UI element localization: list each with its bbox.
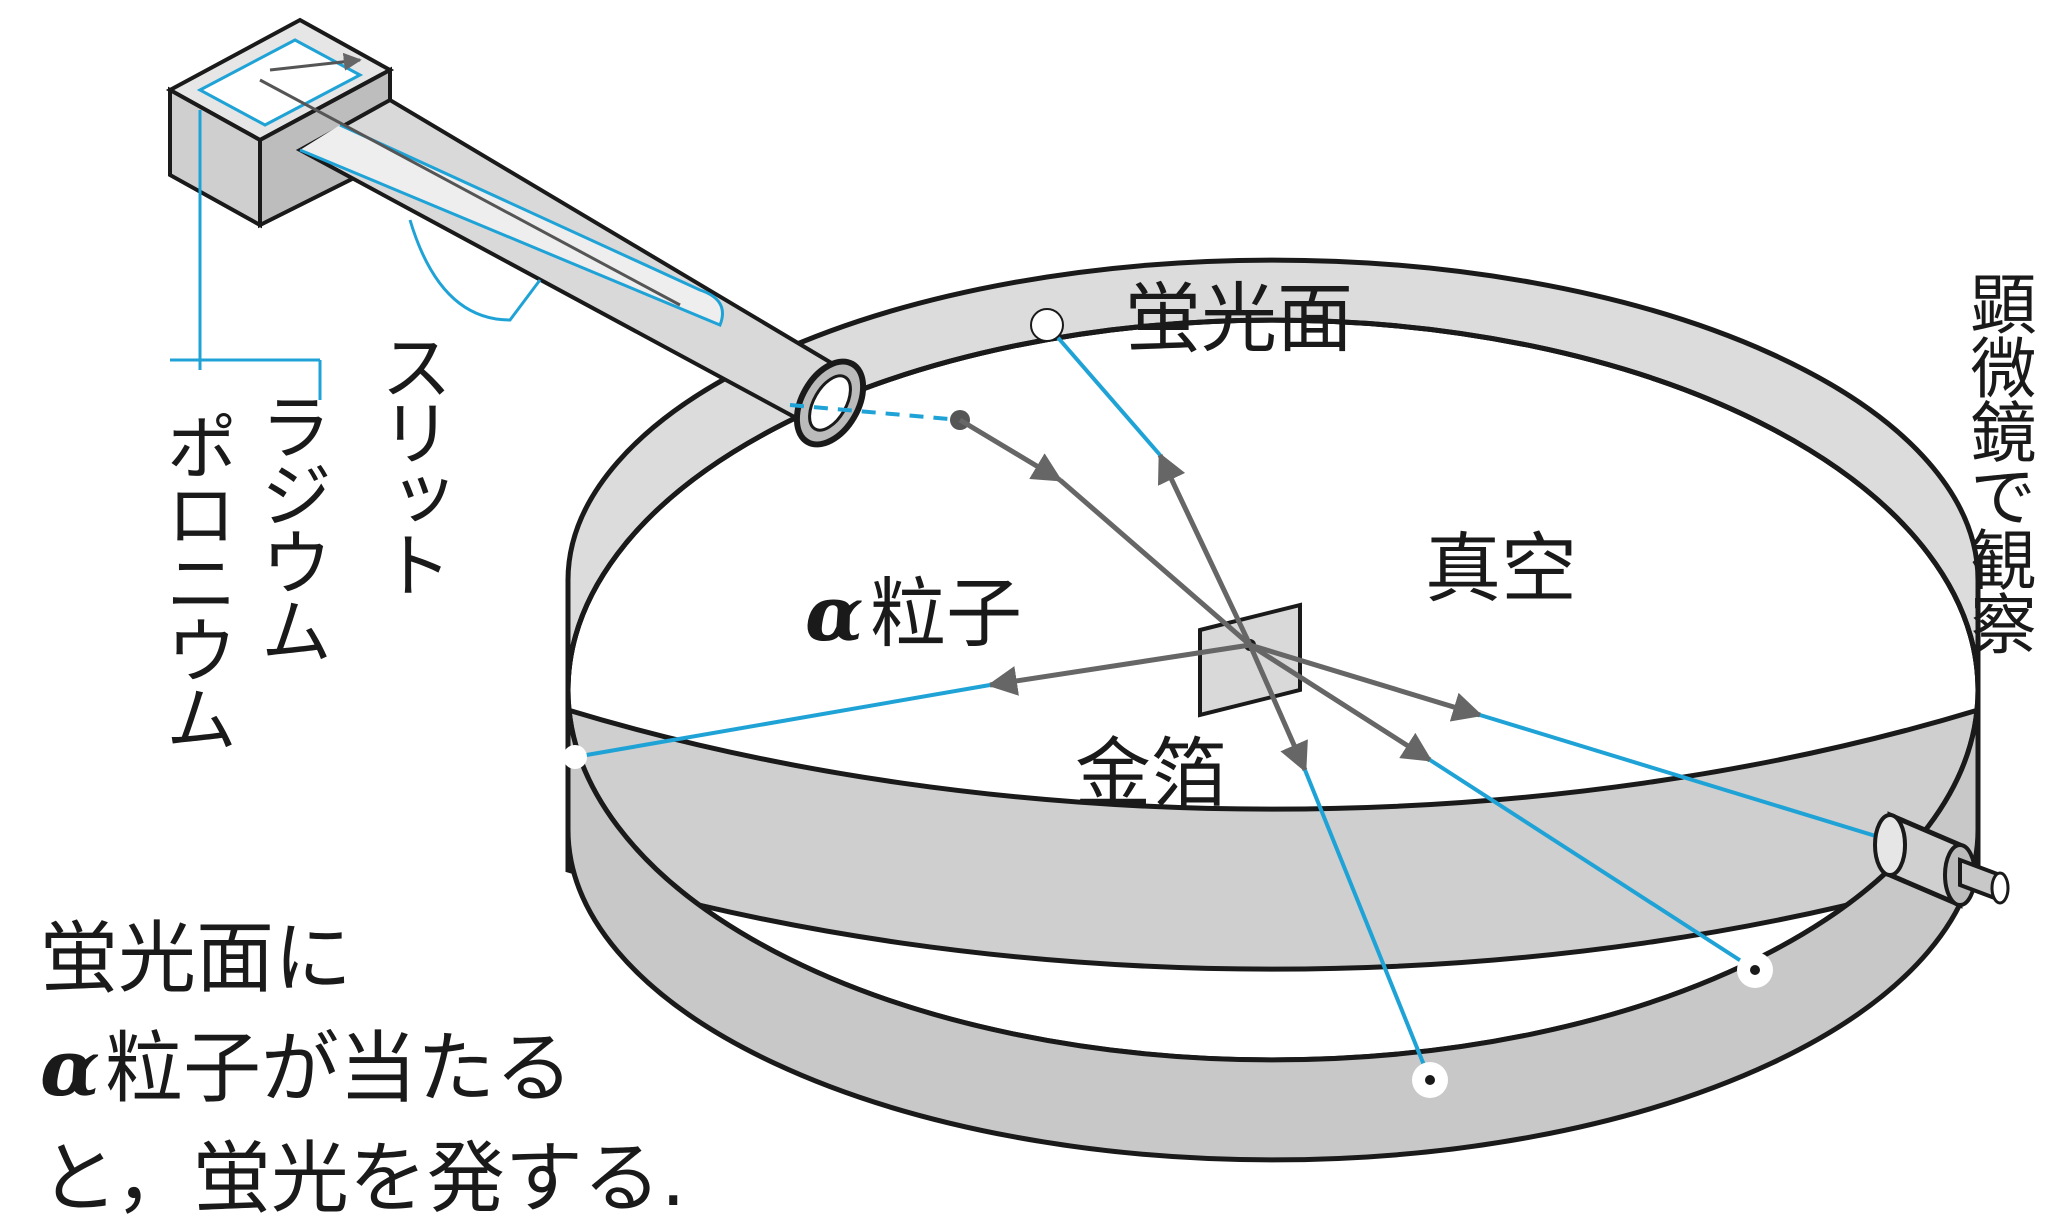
microscope-label: 顕微鏡で観察 (1960, 270, 2037, 654)
screen-label: 蛍光面 (1125, 274, 1353, 363)
gold-foil (1198, 602, 1302, 718)
alpha-symbol: α (805, 569, 863, 658)
radium-label: ラジウム (248, 390, 332, 662)
caption-line-1: 蛍光面に (40, 914, 352, 1004)
caption-line-2: 粒子が当たる (105, 1024, 573, 1114)
alpha-source-assembly (165, 17, 867, 448)
gold-foil-label: 金箔 (1075, 729, 1227, 818)
alpha-particle-label: 粒子 (870, 569, 1022, 658)
alpha-particle-paths (563, 308, 1906, 1098)
vacuum-label: 真空 (1425, 524, 1577, 613)
fluorescent-screen-ring (565, 257, 1981, 1163)
caption-alpha-symbol: α (40, 1023, 100, 1114)
microscope (1873, 811, 2010, 909)
caption-line-3: と，蛍光を発する. (40, 1134, 686, 1224)
slit-label: スリット (368, 330, 452, 594)
polonium-label: ポロニウム (153, 410, 237, 750)
